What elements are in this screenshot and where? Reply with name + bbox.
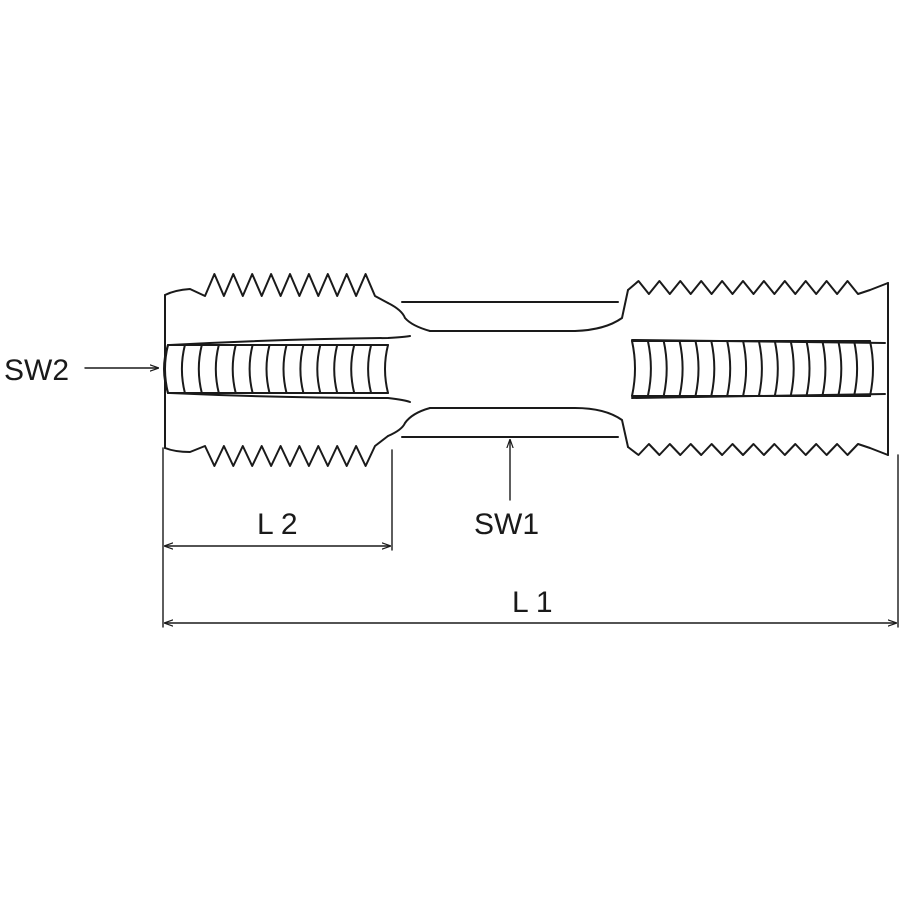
rib-line xyxy=(662,340,668,397)
dimension-lines xyxy=(84,368,899,628)
rib-line xyxy=(694,340,700,397)
left-shank-transition-upper xyxy=(387,302,431,332)
right-upper-thread-profile xyxy=(627,280,889,295)
right-lower-thread-profile xyxy=(627,443,889,456)
left-flute-upper-line xyxy=(169,335,411,346)
left-shank-transition-lower xyxy=(387,407,431,437)
rib-line xyxy=(869,340,874,397)
rib-line xyxy=(367,344,373,394)
left-lower-thread-profile xyxy=(164,435,389,467)
rib-line xyxy=(646,340,652,397)
sw2-label: SW2 xyxy=(4,354,69,387)
left-end-cap xyxy=(163,344,169,394)
rib-line xyxy=(805,340,811,397)
right-shank-transition-upper xyxy=(574,289,629,332)
rib-line xyxy=(678,340,684,397)
rib-line xyxy=(853,340,859,397)
rib-line xyxy=(384,344,389,394)
right-shank-transition-lower xyxy=(574,407,629,448)
rib-line xyxy=(197,344,203,394)
rib-line xyxy=(726,340,732,397)
sw1-label: SW1 xyxy=(474,508,539,541)
rib-line xyxy=(231,344,237,394)
left-upper-thread-profile xyxy=(164,273,389,304)
tap-body xyxy=(163,273,889,467)
rib-line xyxy=(214,344,220,394)
rib-line xyxy=(282,344,288,394)
rib-line xyxy=(299,344,305,394)
rib-line xyxy=(333,344,339,394)
rib-line xyxy=(757,340,763,397)
left-flute-lower-line xyxy=(169,392,411,403)
l2-label: L 2 xyxy=(257,508,298,541)
rib-line xyxy=(316,344,322,394)
left-square-ribs xyxy=(163,344,389,394)
rib-line xyxy=(180,344,186,394)
rib-line xyxy=(821,340,827,397)
l1-label: L 1 xyxy=(512,586,553,619)
rib-line xyxy=(773,340,779,397)
rib-line xyxy=(742,340,748,397)
rib-line xyxy=(350,344,356,394)
rib-line xyxy=(631,340,636,397)
rib-line xyxy=(789,340,795,397)
rib-line xyxy=(710,340,716,397)
rib-line xyxy=(248,344,254,394)
right-square-ribs xyxy=(631,340,874,397)
rib-line xyxy=(265,344,271,394)
rib-line xyxy=(837,340,843,397)
